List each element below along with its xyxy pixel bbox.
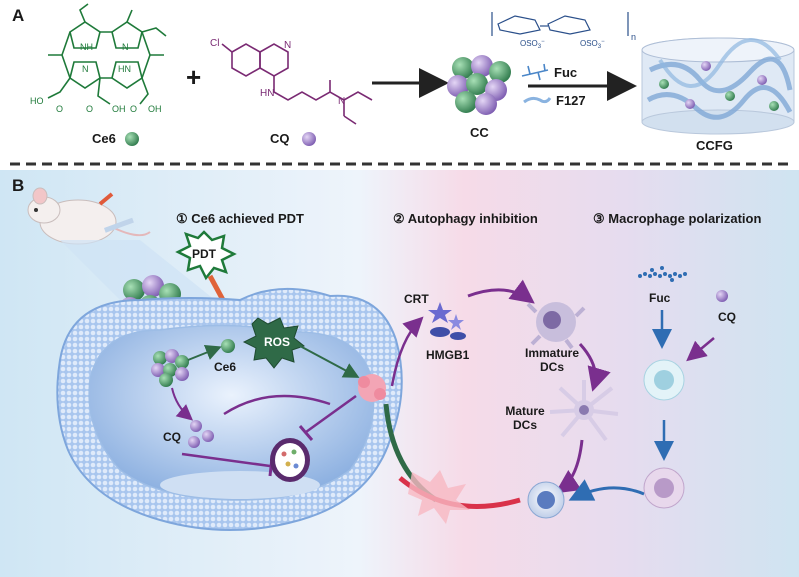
polymer-so3-a: OSO3− [520, 39, 545, 50]
cq-ball-right [716, 290, 728, 302]
ce6-ball-inside [221, 339, 235, 353]
cq-ball-3 [188, 436, 200, 448]
cq-n-amine: N [338, 96, 345, 107]
ce6-structure [47, 3, 167, 105]
plus-sign: + [186, 62, 202, 92]
f127-label: F127 [556, 93, 586, 108]
inhibit-organelle [305, 394, 357, 434]
arrow-cc-to-ce6 [187, 345, 222, 361]
ccfg-gel [641, 37, 795, 135]
arrow-ros-to-lysosome [299, 345, 360, 378]
fuc-right-label: Fuc [649, 291, 671, 305]
arrow-to-mature [578, 342, 611, 392]
step-1-title: ① Ce6 achieved PDT [176, 211, 304, 226]
arrow-cq-to-macrophage [686, 337, 715, 362]
fuc-label: Fuc [554, 65, 578, 80]
mature-dc-label: Mature DCs [490, 404, 560, 432]
panel-b-letter: B [12, 176, 25, 195]
mature-dc-icon [549, 380, 619, 442]
f127-icon [523, 96, 552, 104]
arrow-macrophage-to-tcell [568, 479, 645, 501]
immature-dc-icon [526, 302, 586, 350]
ce6-label: Ce6 [92, 131, 116, 146]
ce6-nh: NH [80, 42, 93, 52]
cq-n-ring: N [284, 40, 291, 51]
crt-star-2 [448, 314, 464, 330]
ce6-n-bottom: N [82, 64, 89, 74]
step-3-title: ③ Macrophage polarization [593, 211, 762, 226]
cq-structure [221, 43, 373, 125]
cq-ball-1 [190, 420, 202, 432]
autophagy-arc [223, 394, 331, 416]
pdt-burst [175, 230, 237, 281]
pdt-label: PDT [192, 247, 216, 261]
ce6-oh-mid: OH [112, 104, 126, 114]
immature-dc-label: Immature DCs [514, 346, 590, 374]
tcell-icon [527, 481, 565, 519]
ce6-o-mid: O [86, 104, 93, 114]
ce6-n-top: N [122, 42, 129, 52]
cc-cluster-inside [151, 349, 189, 387]
immature-dc-line1: Immature [524, 346, 580, 360]
ce6-o-left: O [56, 104, 63, 114]
ros-burst [242, 317, 306, 369]
cc-label: CC [470, 125, 489, 140]
ros-label: ROS [264, 335, 291, 349]
cq-inside-label: CQ [163, 430, 181, 444]
ce6-hn: HN [118, 64, 131, 74]
immature-dc-line2: DCs [539, 360, 564, 374]
arrow-cc-to-cq [171, 387, 194, 421]
cq-label: CQ [270, 131, 290, 146]
ce6-inside-label: Ce6 [214, 360, 237, 374]
crt-star-1 [428, 302, 452, 323]
ce6-oh-right: OH [148, 104, 162, 114]
macrophage-m2-icon [643, 359, 685, 401]
arrow-to-immature [467, 279, 535, 304]
macrophage-m1-icon [643, 467, 685, 509]
polymer-so3-b: OSO3− [580, 39, 605, 50]
panel-a-letter: A [12, 6, 25, 25]
ce6-legend-ball [125, 132, 139, 146]
crt-label: CRT [404, 292, 429, 306]
hmgb1-icon-2 [450, 332, 466, 340]
fuc-chain-icon [638, 266, 687, 282]
arrow-to-crt [390, 316, 424, 387]
cq-legend-ball [302, 132, 316, 146]
mature-dc-line2: DCs [512, 418, 537, 432]
cq-hn: HN [260, 88, 274, 99]
cc-cluster [447, 55, 511, 115]
mouse-icon [27, 187, 151, 245]
fuc-icon [521, 63, 549, 81]
polymer-subscript: n [631, 32, 636, 42]
hmgb1-label: HMGB1 [426, 348, 470, 362]
autophagosome [270, 438, 310, 482]
hmgb1-icon-1 [430, 327, 450, 337]
red-burst [408, 470, 470, 524]
ce6-ho-left: HO [30, 96, 44, 106]
ce6-o-right: O [130, 104, 137, 114]
inhibit-organelle-bar [298, 425, 314, 441]
cq-cl: Cl [210, 38, 219, 49]
damaged-organelle [358, 374, 386, 402]
step-2-title: ② Autophagy inhibition [393, 211, 538, 226]
inhibit-cq [181, 452, 271, 468]
cq-right-label: CQ [718, 310, 736, 324]
ccfg-label: CCFG [696, 138, 733, 153]
fucoidan-structure [491, 12, 629, 36]
arrow-mature-to-tcell [555, 439, 584, 494]
mature-dc-line1: Mature [505, 404, 545, 418]
cq-ball-2 [202, 430, 214, 442]
